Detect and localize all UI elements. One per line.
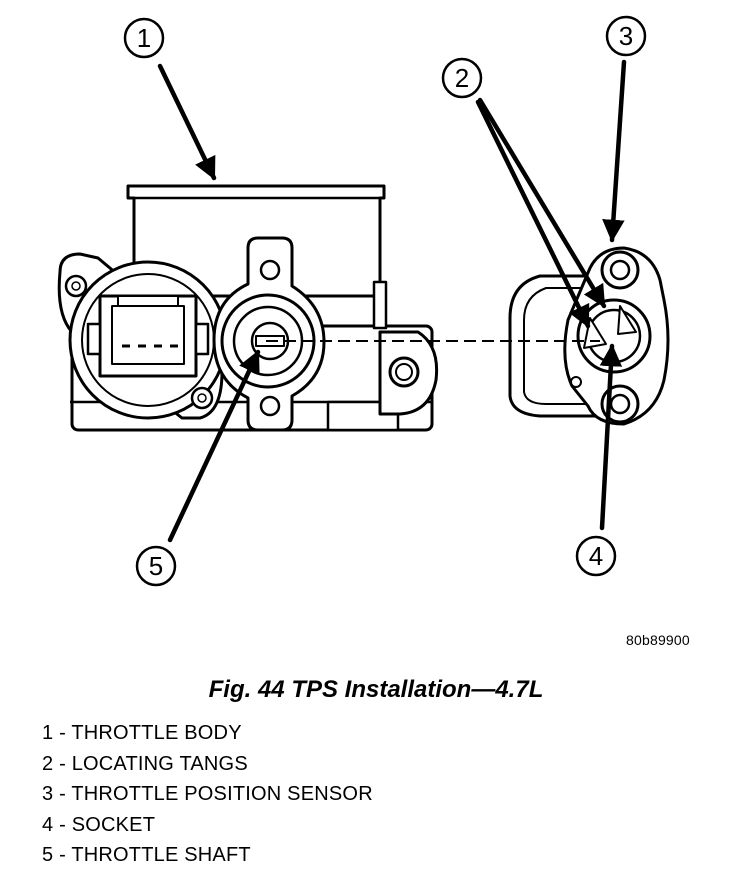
callout-2-label: 2 bbox=[455, 63, 469, 93]
leader-arrow-4 bbox=[599, 343, 623, 531]
leader-arrows bbox=[157, 59, 627, 543]
callout-3: 3 bbox=[605, 15, 647, 57]
callout-5: 5 bbox=[135, 545, 177, 587]
callout-4-label: 4 bbox=[589, 541, 603, 571]
throttle-position-sensor bbox=[508, 246, 670, 426]
callout-5-label: 5 bbox=[149, 551, 163, 581]
figure-reference-code: 80b89900 bbox=[626, 632, 690, 648]
legend-item: 4 - SOCKET bbox=[42, 813, 156, 836]
callout-2: 2 bbox=[441, 57, 483, 99]
legend-item: 5 - THROTTLE SHAFT bbox=[42, 844, 251, 866]
parts-legend: 1 - THROTTLE BODY 2 - LOCATING TANGS 3 -… bbox=[42, 718, 373, 871]
connector-plate bbox=[57, 252, 228, 420]
legend-item: 2 - LOCATING TANGS bbox=[42, 752, 248, 775]
figure-caption: Fig. 44 TPS Installation—4.7L bbox=[208, 676, 544, 703]
leader-arrow-1 bbox=[157, 63, 217, 181]
callout-4: 4 bbox=[575, 535, 617, 577]
tps-installation-diagram: 1 2 3 4 5 bbox=[57, 15, 670, 587]
leader-arrow-2a bbox=[475, 99, 591, 329]
callout-3-label: 3 bbox=[619, 21, 633, 51]
leader-arrow-3 bbox=[602, 59, 627, 243]
legend-item: 3 - THROTTLE POSITION SENSOR bbox=[42, 783, 373, 805]
callout-1: 1 bbox=[123, 17, 165, 59]
leader-arrow-5 bbox=[167, 349, 261, 543]
legend-item: 1 - THROTTLE BODY bbox=[42, 722, 242, 744]
leader-arrow-2b bbox=[477, 97, 607, 309]
callout-1-label: 1 bbox=[137, 23, 151, 53]
